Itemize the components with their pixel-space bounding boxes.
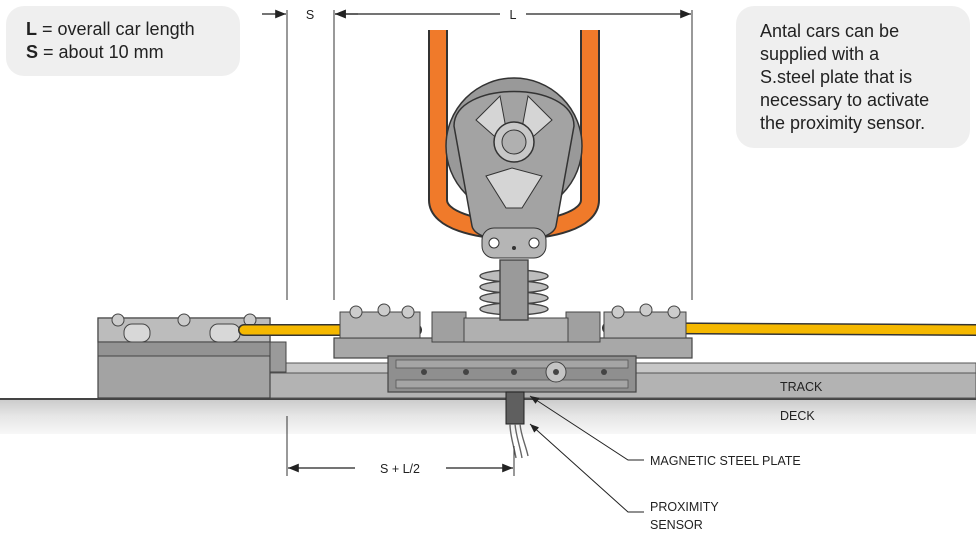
info-note-box: Antal cars can be supplied with a S.stee… xyxy=(736,6,970,148)
deck xyxy=(0,398,976,434)
sensor-leader xyxy=(529,423,644,513)
l-dim-label: L xyxy=(510,8,517,22)
car-body xyxy=(333,303,693,393)
info-line-4: necessary to activate xyxy=(760,90,930,110)
legend-s-text: = about 10 mm xyxy=(43,42,164,62)
legend-s-line: S = about 10 mm xyxy=(26,41,240,64)
track-end-block xyxy=(97,313,287,399)
offset-dim-label: S + L/2 xyxy=(380,462,420,476)
track-label: TRACK xyxy=(780,380,823,394)
legend-l-line: L = overall car length xyxy=(26,18,240,41)
pulley-block xyxy=(445,77,583,259)
legend-l-key: L xyxy=(26,19,37,39)
info-line-5: the proximity sensor. xyxy=(760,113,926,133)
s-dim-label: S xyxy=(306,8,314,22)
deck-label: DECK xyxy=(780,409,815,423)
sensor-label-line-2: SENSOR xyxy=(650,518,703,532)
sensor-label-line-1: PROXIMITY xyxy=(650,500,719,514)
info-line-3: S.steel plate that is xyxy=(760,67,913,87)
proximity-sensor xyxy=(505,391,529,459)
legend-box: L = overall car length S = about 10 mm xyxy=(6,6,240,76)
info-line-2: supplied with a xyxy=(760,44,880,64)
legend-l-text: = overall car length xyxy=(42,19,195,39)
legend-s-key: S xyxy=(26,42,39,62)
plate-label: MAGNETIC STEEL PLATE xyxy=(650,454,801,468)
info-line-1: Antal cars can be xyxy=(760,21,900,41)
plate-leader xyxy=(529,395,644,461)
spring xyxy=(479,259,549,321)
